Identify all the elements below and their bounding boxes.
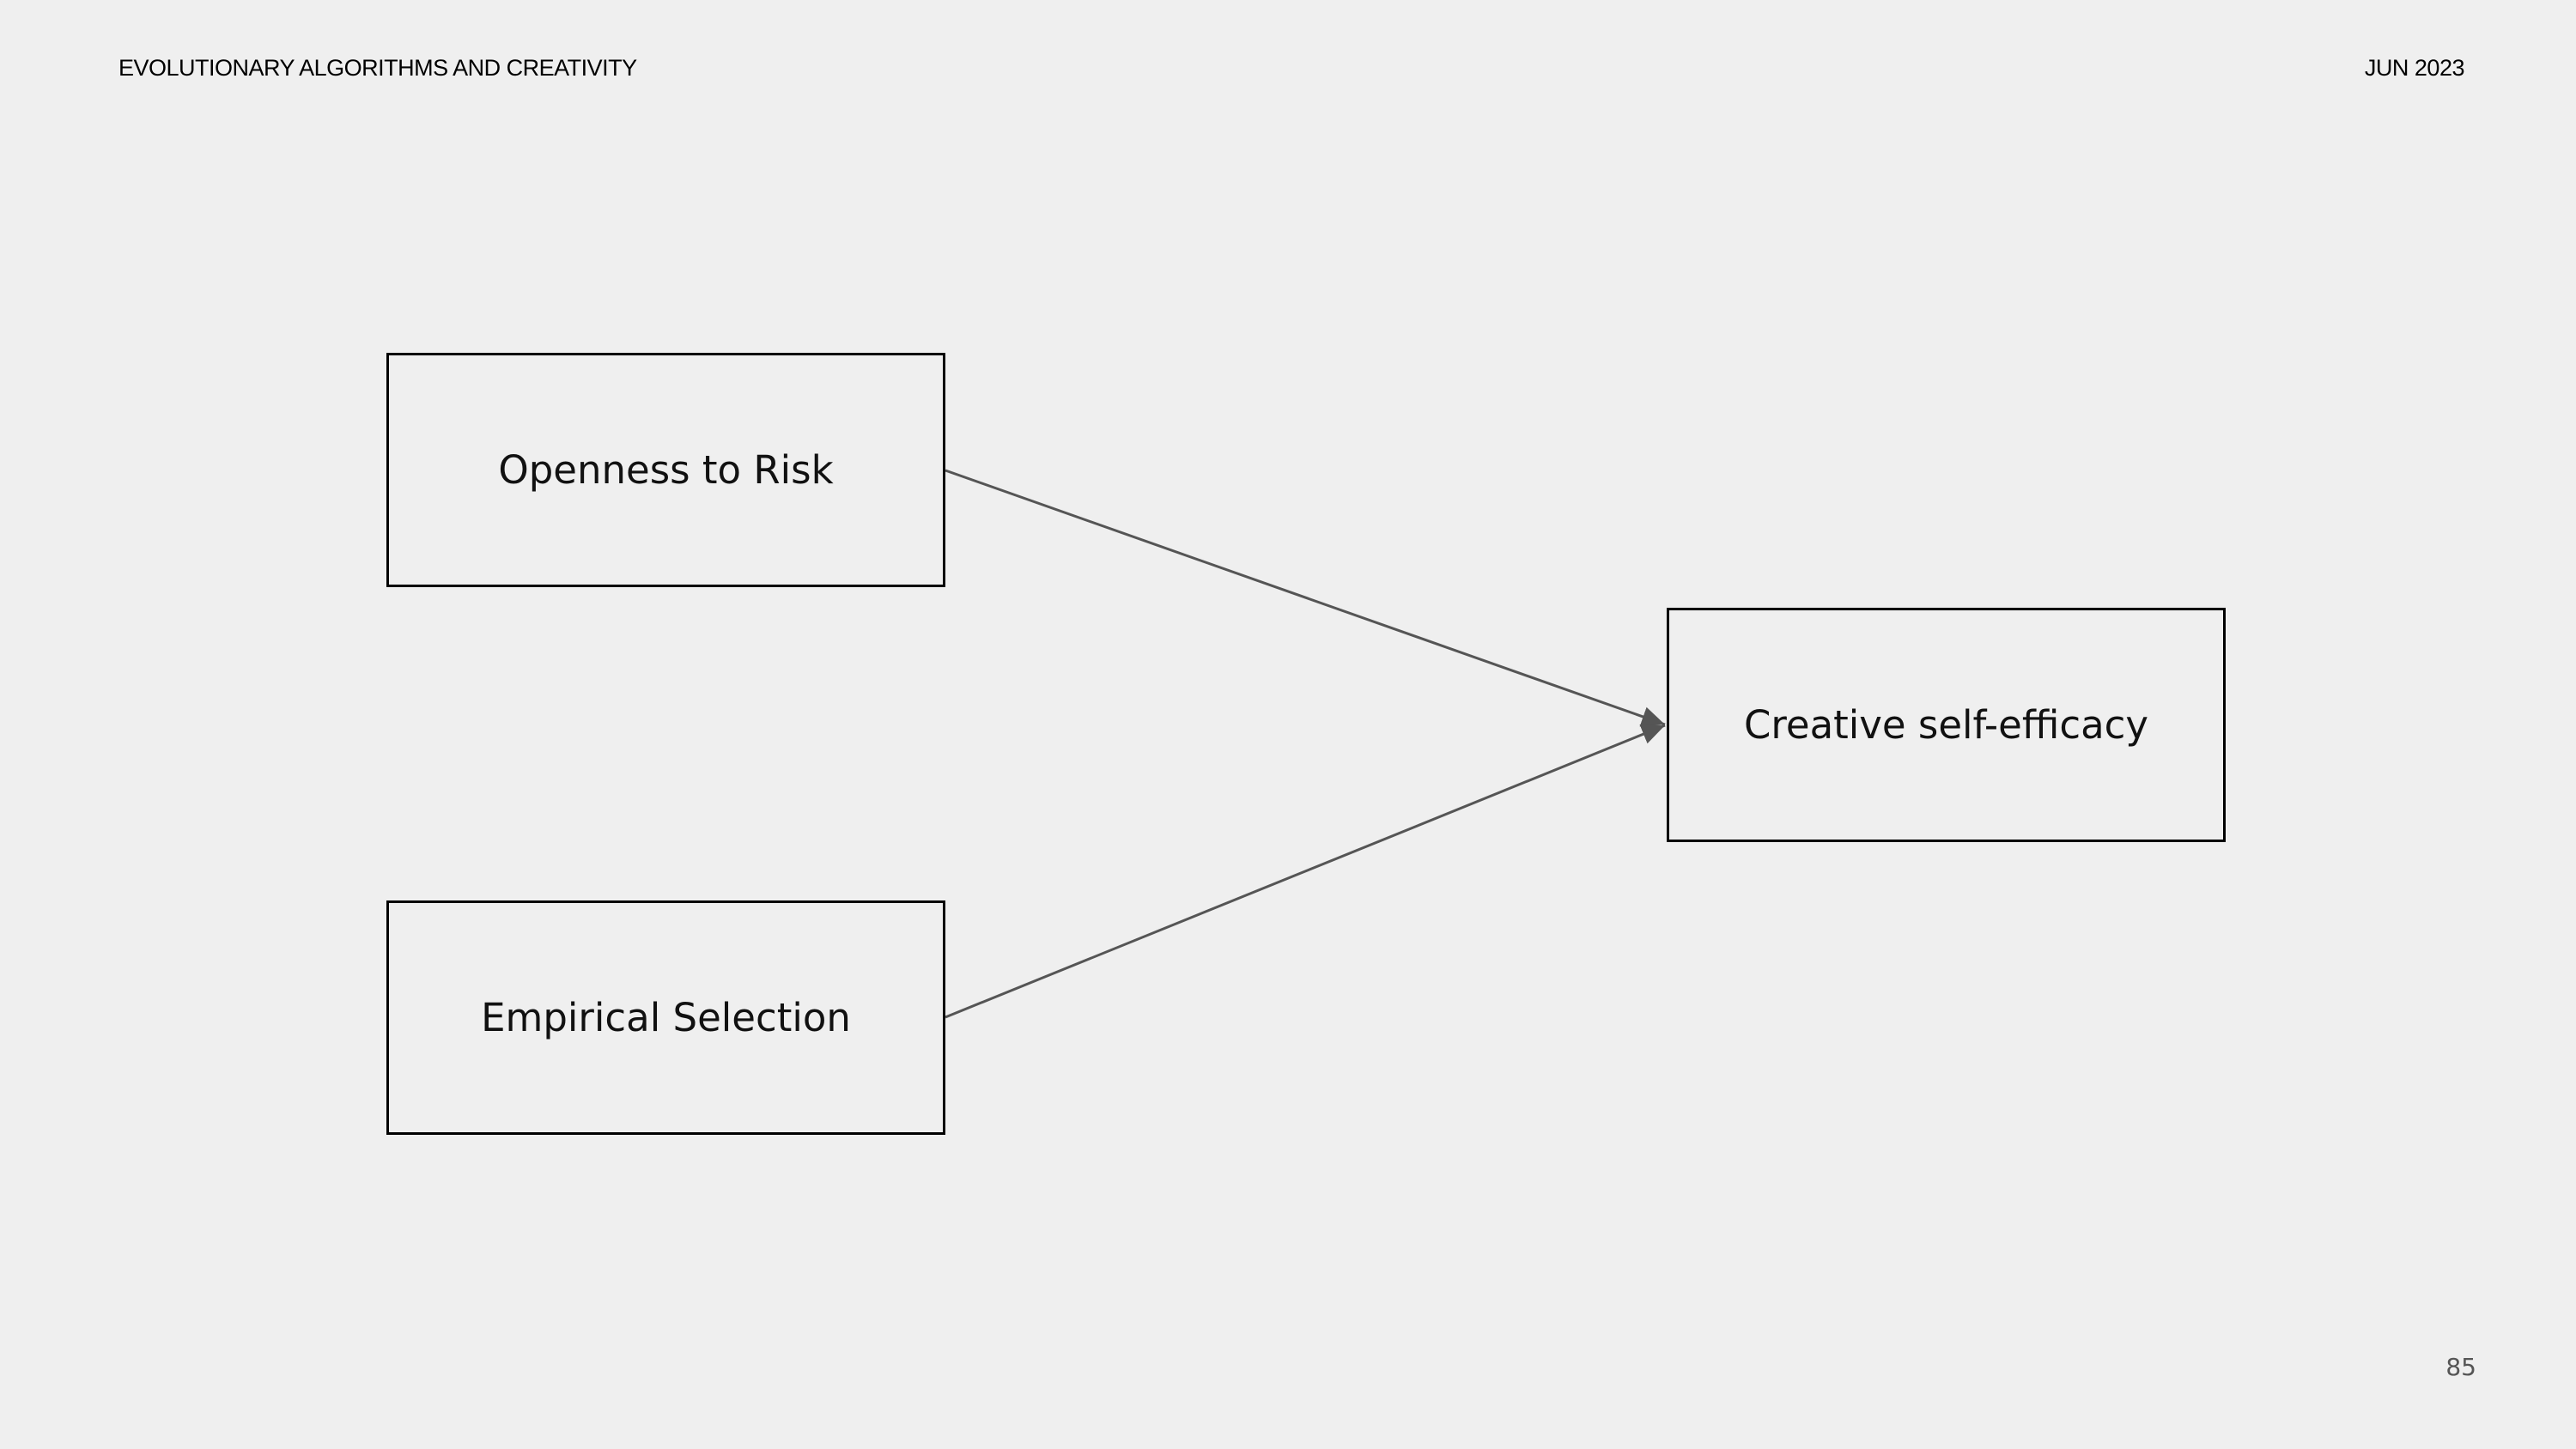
presentation-title: EVOLUTIONARY ALGORITHMS AND CREATIVITY	[118, 55, 637, 81]
edge-empirical-to-efficacy	[945, 724, 1666, 1019]
node-label: Openness to Risk	[498, 447, 834, 493]
node-openness-to-risk: Openness to Risk	[386, 353, 945, 587]
node-label: Empirical Selection	[481, 995, 851, 1040]
node-empirical-selection: Empirical Selection	[386, 900, 945, 1135]
presentation-date: JUN 2023	[2364, 55, 2465, 81]
edge-openness-to-efficacy	[945, 469, 1666, 727]
page-number: 85	[2445, 1353, 2476, 1381]
node-label: Creative self-efficacy	[1743, 702, 2149, 748]
node-creative-self-efficacy: Creative self-efficacy	[1667, 608, 2226, 842]
